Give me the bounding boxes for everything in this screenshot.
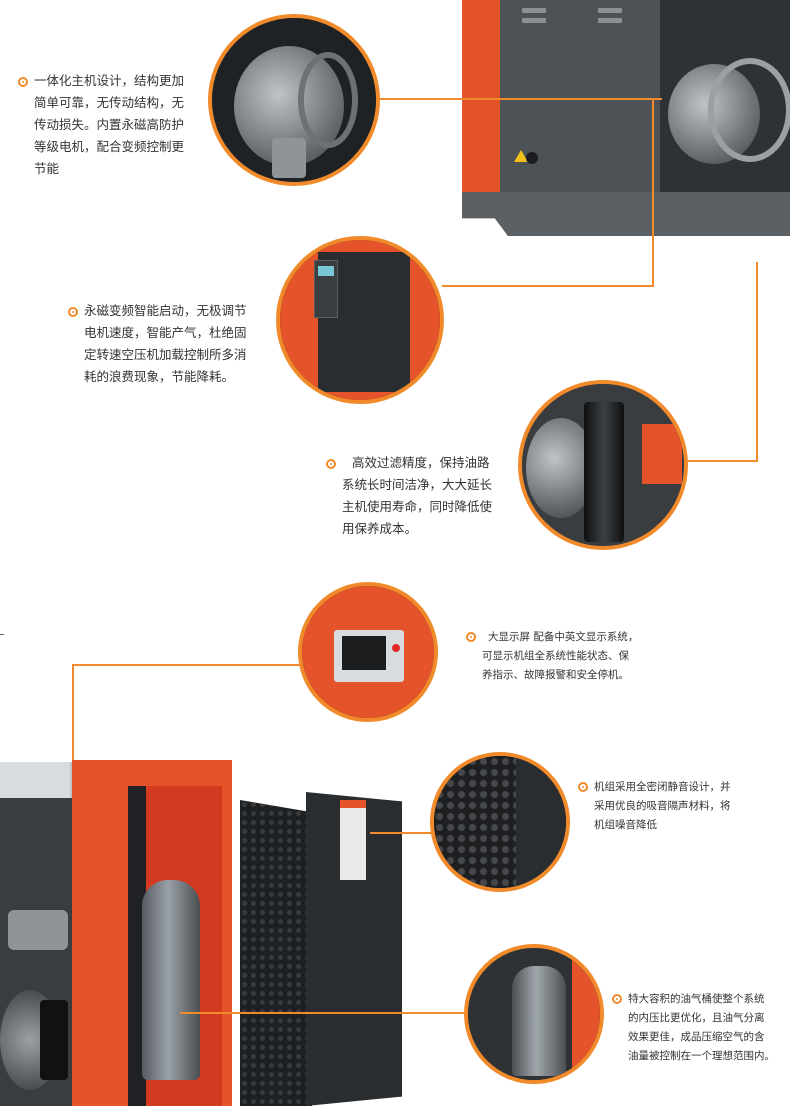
callout-line: 特大容积的油气桶使整个系统 bbox=[628, 993, 765, 1005]
callout-line: 机组采用全密闭静音设计，并 bbox=[594, 781, 731, 793]
machine-gray-panel bbox=[500, 0, 660, 210]
callout-line: 效果更佳，成品压缩空气的含 bbox=[628, 1031, 765, 1043]
edge-mark bbox=[0, 634, 4, 635]
oil-filter bbox=[584, 402, 624, 542]
callout-line: 机组噪音降低 bbox=[594, 819, 657, 831]
leader-line bbox=[756, 262, 758, 462]
warning-triangle-icon bbox=[514, 150, 528, 162]
inverter-screen bbox=[318, 266, 334, 276]
bullet-circle-icon bbox=[18, 76, 28, 87]
inverter-callout: 永磁变频智能启动，无极调节 电机速度，智能产气，杜绝固 定转速空压机加载控制所多… bbox=[68, 300, 278, 388]
vent-slot bbox=[598, 8, 622, 13]
bullet-circle-icon bbox=[612, 994, 622, 1004]
leader-line bbox=[442, 285, 654, 287]
filter-callout: 高效过滤精度，保持油路 系统长时间洁净，大大延长 主机使用寿命，同时降低使 用保… bbox=[326, 452, 526, 540]
tank-callout: 特大容积的油气桶使整个系统 的内压比更优化，且油气分离 效果更佳，成品压缩空气的… bbox=[612, 990, 790, 1066]
bullet-circle-icon bbox=[466, 632, 476, 642]
callout-line: 耗的浪费现象，节能降耗。 bbox=[84, 369, 235, 384]
callout-line: 永磁变频智能启动，无极调节 bbox=[84, 303, 247, 318]
leader-line bbox=[380, 98, 662, 100]
machine-left-top bbox=[0, 762, 74, 798]
bullet-circle-icon bbox=[578, 782, 588, 792]
machine-interior bbox=[660, 0, 790, 210]
callout-line: 定转速空压机加载控制所多消 bbox=[84, 347, 247, 362]
callout-line: 节能 bbox=[34, 161, 60, 176]
vent-slot bbox=[598, 18, 622, 23]
callout-line: 可显示机组全系统性能状态、保 bbox=[482, 650, 629, 662]
callout-line: 等级电机，配合变频控制更 bbox=[34, 139, 185, 154]
motor-callout: 一体化主机设计，结构更加 简单可靠，无传动结构，无 传动损失。内置永磁高防护 等… bbox=[18, 70, 208, 180]
vent-slot bbox=[522, 18, 546, 23]
machine-orange-panel bbox=[462, 0, 500, 192]
callout-line: 主机使用寿命，同时降低使 bbox=[342, 499, 493, 514]
callout-line: 用保养成本。 bbox=[342, 521, 418, 536]
callout-line: 大显示屏 配备中英文显示系统， bbox=[488, 631, 639, 643]
noise-callout: 机组采用全密闭静音设计，并 采用优良的吸音隔声材料，将 机组噪音降低 bbox=[578, 778, 778, 835]
inverter-detail-circle bbox=[276, 236, 444, 404]
callout-line: 一体化主机设计，结构更加 bbox=[34, 73, 185, 88]
motor-flange bbox=[298, 52, 358, 148]
display-screen bbox=[342, 636, 386, 670]
door-label bbox=[340, 800, 366, 880]
door-edge bbox=[516, 756, 566, 888]
callout-line: 的内压比更优化，且油气分离 bbox=[628, 1012, 765, 1024]
display-callout: 大显示屏 配备中英文显示系统， 可显示机组全系统性能状态、保 养指示、故障报警和… bbox=[466, 628, 656, 685]
leader-line bbox=[370, 832, 432, 834]
leader-line bbox=[180, 1012, 464, 1014]
oil-gas-tank bbox=[142, 880, 200, 1080]
leader-line bbox=[652, 98, 654, 286]
motor-ring bbox=[708, 58, 790, 162]
filter-detail-circle bbox=[518, 380, 688, 550]
foam-detail-circle bbox=[430, 752, 570, 892]
motor-mount bbox=[272, 138, 306, 178]
frame-orange bbox=[572, 958, 600, 1078]
bullet-circle-icon bbox=[326, 458, 336, 469]
callout-line: 系统长时间洁净，大大延长 bbox=[342, 477, 493, 492]
leader-line bbox=[72, 664, 74, 762]
callout-line: 高效过滤精度，保持油路 bbox=[352, 455, 490, 470]
motor-detail-circle bbox=[208, 14, 380, 186]
frame-orange bbox=[642, 424, 682, 484]
pipe-fitting bbox=[8, 910, 68, 950]
callout-line: 电机速度，智能产气，杜绝固 bbox=[84, 325, 247, 340]
door-gasket bbox=[128, 786, 146, 1106]
display-detail-circle bbox=[298, 582, 438, 722]
panel-hole bbox=[526, 152, 538, 164]
machine-base bbox=[462, 192, 790, 236]
leader-line bbox=[686, 460, 758, 462]
callout-line: 养指示、故障报警和安全停机。 bbox=[482, 669, 629, 681]
vent-slot bbox=[522, 8, 546, 13]
oil-gas-tank bbox=[512, 966, 566, 1076]
callout-line: 采用优良的吸音隔声材料，将 bbox=[594, 800, 731, 812]
tank-detail-circle bbox=[464, 944, 604, 1084]
compressor-top-view bbox=[462, 0, 790, 262]
bullet-circle-icon bbox=[68, 306, 78, 317]
callout-line: 传动损失。内置永磁高防护 bbox=[34, 117, 185, 132]
emergency-stop bbox=[392, 644, 400, 652]
oil-filter bbox=[40, 1000, 68, 1080]
callout-line: 油量被控制在一个理想范围内。 bbox=[628, 1050, 775, 1062]
sound-panel bbox=[240, 800, 312, 1106]
callout-line: 简单可靠，无传动结构，无 bbox=[34, 95, 185, 110]
leader-line bbox=[72, 664, 300, 666]
